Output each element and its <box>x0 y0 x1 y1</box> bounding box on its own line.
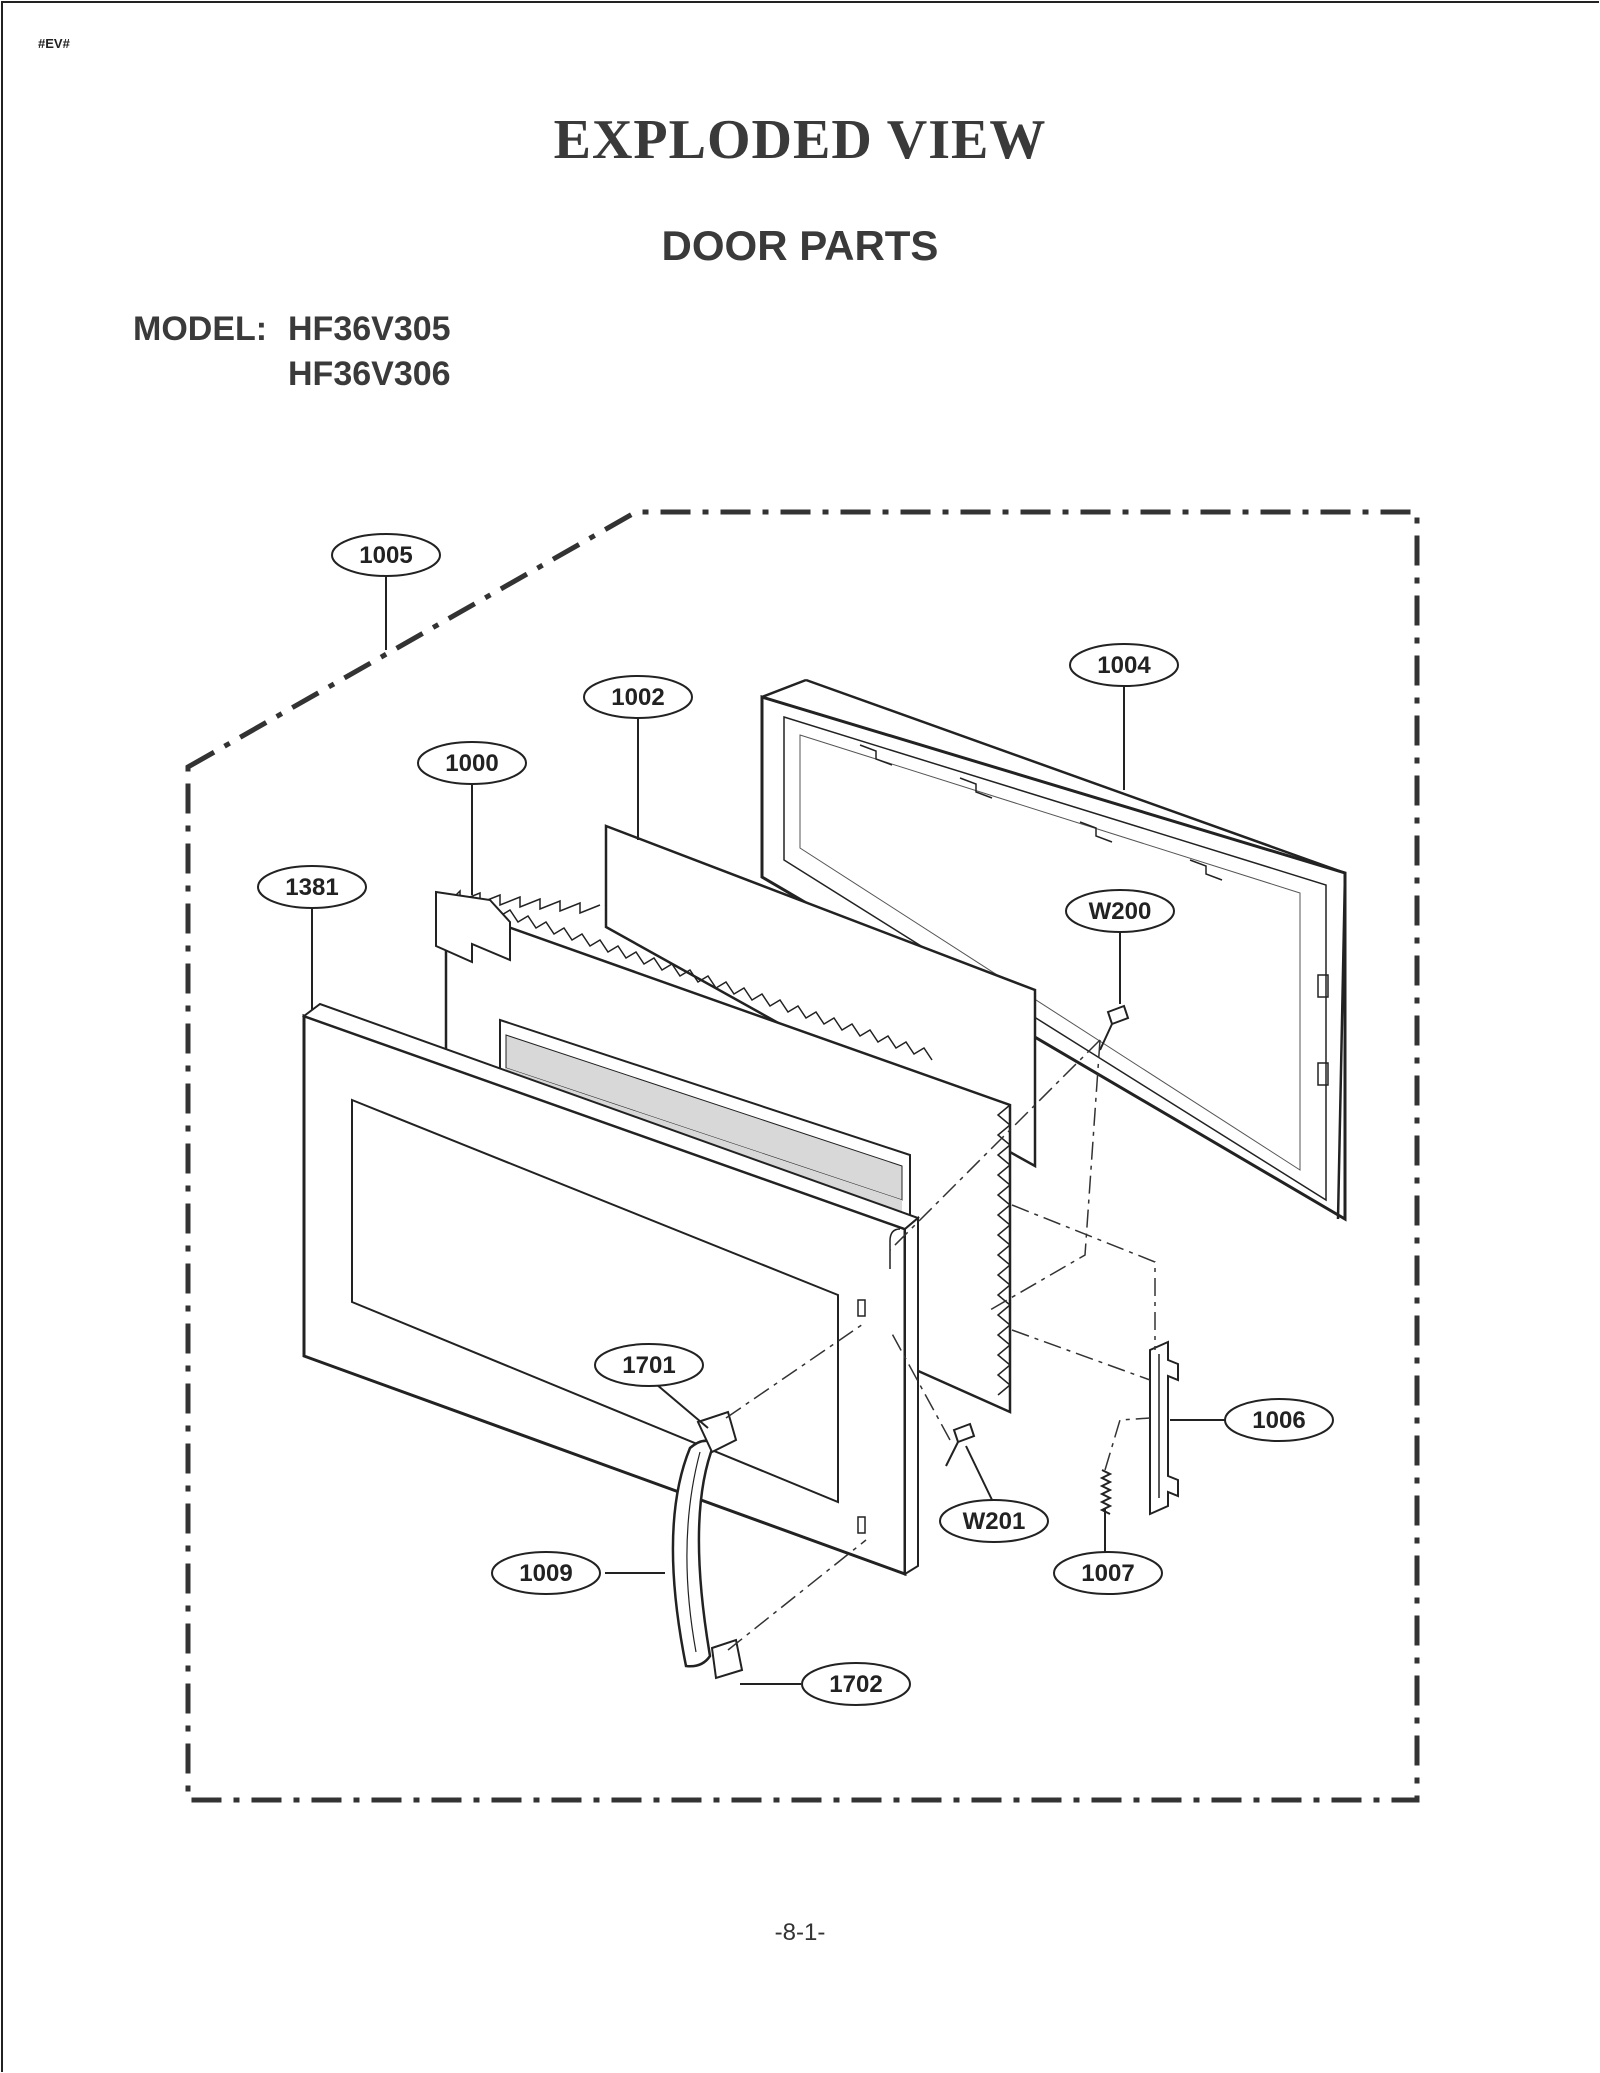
svg-text:1000: 1000 <box>445 750 498 777</box>
svg-text:1004: 1004 <box>1097 652 1151 679</box>
svg-text:1701: 1701 <box>622 1352 675 1379</box>
callout-w200: W200 <box>1065 889 1175 933</box>
callout-1702: 1702 <box>801 1662 911 1706</box>
leader-lines <box>311 573 1225 1685</box>
part-1006-latch-hook <box>1149 1340 1179 1516</box>
part-1004-choke-frame <box>760 678 1347 1222</box>
model-label: MODEL: <box>133 310 268 348</box>
svg-text:1009: 1009 <box>519 1560 572 1587</box>
part-w201-screw <box>945 1422 976 1467</box>
callout-1701: 1701 <box>594 1343 704 1387</box>
svg-text:1005: 1005 <box>359 542 412 569</box>
callout-1006: 1006 <box>1224 1398 1334 1442</box>
callout-1009: 1009 <box>491 1551 601 1595</box>
callouts: 1005 1004 1002 1000 1381 W200 <box>257 533 1334 1706</box>
svg-text:1007: 1007 <box>1081 1560 1134 1587</box>
model-number-1: HF36V305 <box>288 310 451 348</box>
callout-w201: W201 <box>939 1499 1049 1543</box>
svg-text:W201: W201 <box>963 1508 1026 1535</box>
callout-1002: 1002 <box>583 675 693 719</box>
corner-tag: #EV# <box>38 36 70 51</box>
callout-1005: 1005 <box>331 533 441 577</box>
svg-text:1381: 1381 <box>285 874 338 901</box>
assembly-boundary <box>185 509 1420 1803</box>
part-1009-door-handle <box>671 1410 744 1680</box>
svg-text:1002: 1002 <box>611 684 664 711</box>
svg-text:1702: 1702 <box>829 1671 882 1698</box>
part-1007-spring <box>1099 1469 1113 1515</box>
svg-text:1006: 1006 <box>1252 1407 1305 1434</box>
callout-1007: 1007 <box>1053 1551 1163 1595</box>
model-number-2: HF36V306 <box>288 355 451 393</box>
page-title: EXPLODED VIEW <box>553 109 1047 171</box>
assembly-lines <box>725 1039 1156 1651</box>
page-number: -8-1- <box>774 1919 826 1946</box>
part-w200-screw <box>1099 1004 1130 1051</box>
callout-1004: 1004 <box>1069 643 1179 687</box>
callout-1000: 1000 <box>417 741 527 785</box>
callout-1381: 1381 <box>257 865 367 909</box>
part-1381-door-front <box>301 1002 920 1577</box>
svg-text:W200: W200 <box>1089 898 1152 925</box>
section-subtitle: DOOR PARTS <box>661 222 939 269</box>
